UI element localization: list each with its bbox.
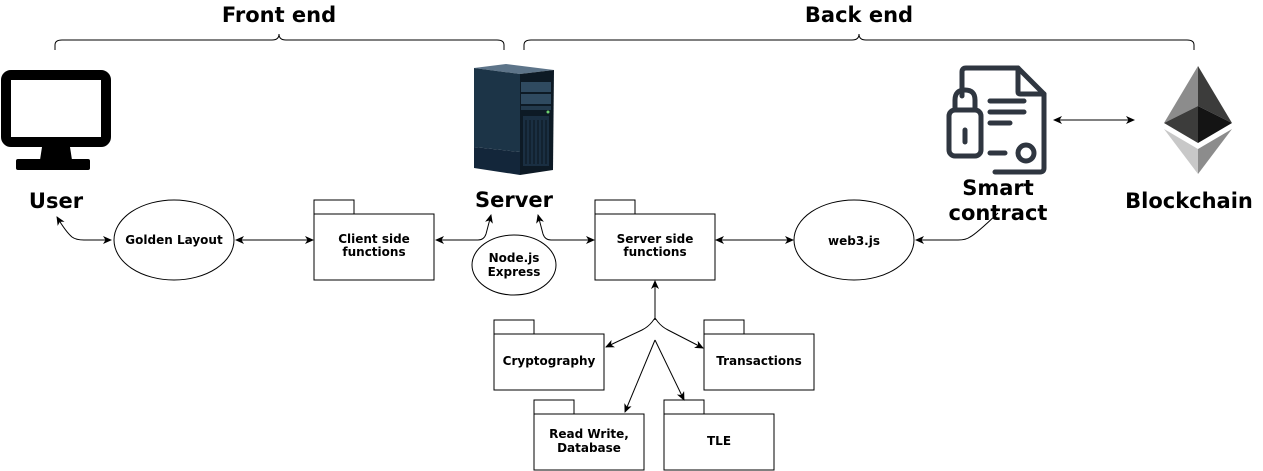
back-end-brace <box>523 33 1195 50</box>
server-side-label-line1: Server side <box>617 232 694 246</box>
back-end-title: Back end <box>805 3 913 27</box>
edge-to-tle <box>654 339 685 401</box>
server-side-label-line2: functions <box>623 245 686 259</box>
tle-label: TLE <box>707 434 731 448</box>
client-side-label-line1: Client side <box>338 232 410 246</box>
locked-document-icon <box>946 65 1047 175</box>
read-write-label-line2: Database <box>557 441 621 455</box>
nodejs-label-line1: Node.js <box>489 251 540 265</box>
edge-to-read-write <box>624 339 656 413</box>
golden-layout-node: Golden Layout <box>113 199 235 281</box>
edge-user-golden-layout <box>56 216 112 244</box>
blockchain-label: Blockchain <box>1125 189 1253 213</box>
server-side-functions-package: Server side functions <box>594 199 716 281</box>
ethereum-icon <box>1164 66 1232 174</box>
web3-node: web3.js <box>793 199 915 281</box>
edge-web3-smart-contract <box>915 212 999 244</box>
golden-layout-label: Golden Layout <box>125 233 223 247</box>
transactions-package: Transactions <box>703 319 815 391</box>
cryptography-label: Cryptography <box>503 354 596 368</box>
tle-package: TLE <box>663 399 775 471</box>
server-tower-icon <box>474 64 554 175</box>
read-write-label-line1: Read Write, <box>549 427 629 441</box>
front-end-brace <box>54 33 505 50</box>
server-label: Server <box>475 188 554 212</box>
nodejs-express-node: Node.js Express <box>471 234 557 296</box>
smart-contract-label-line1: Smart <box>962 176 1034 200</box>
transactions-label: Transactions <box>716 354 802 368</box>
edge-to-cryptography <box>605 317 656 348</box>
read-write-database-package: Read Write, Database <box>533 399 645 471</box>
web3-label: web3.js <box>828 234 880 248</box>
client-side-functions-package: Client side functions <box>313 199 435 281</box>
front-end-title: Front end <box>222 3 336 27</box>
edge-server-server-side <box>536 214 595 244</box>
edge-to-transactions <box>654 317 704 349</box>
client-side-label-line2: functions <box>342 245 405 259</box>
edge-client-server <box>435 214 493 244</box>
monitor-icon <box>1 70 111 170</box>
nodejs-label-line2: Express <box>488 265 541 279</box>
cryptography-package: Cryptography <box>493 319 605 391</box>
user-label: User <box>29 189 84 213</box>
